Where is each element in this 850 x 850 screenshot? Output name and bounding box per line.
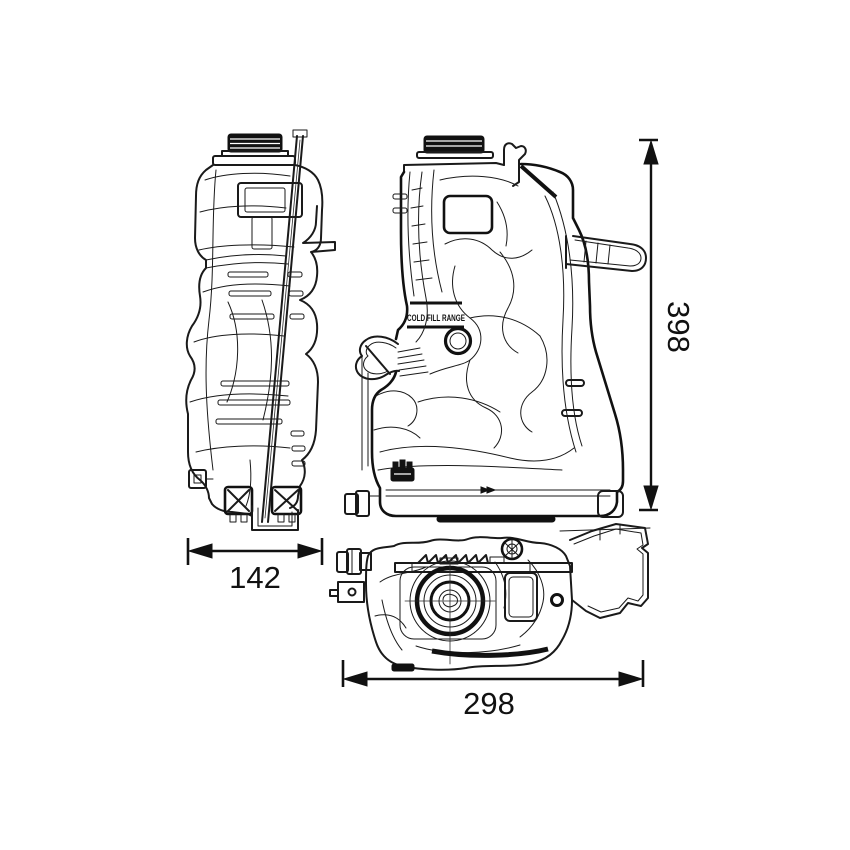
front-view-left-stubs <box>392 193 408 214</box>
front-view-connector-icon <box>390 459 415 482</box>
side-view-foot <box>251 505 299 531</box>
front-view-bottom-port <box>344 490 381 517</box>
level-arrow-icon <box>480 486 497 494</box>
front-view-label-plate <box>442 194 494 235</box>
dimension-298-label: 298 <box>463 686 515 721</box>
side-view-ribs <box>215 271 306 467</box>
front-view-bottom-cap <box>597 490 624 518</box>
cold-fill-range-label: COLD FILL RANGE <box>407 301 473 356</box>
front-view-bracket-arm <box>565 235 647 272</box>
side-view-body-outline-right <box>289 164 336 509</box>
top-view-emblem-icon <box>500 537 524 561</box>
top-view-dark-edge <box>431 646 549 658</box>
side-view-cap-icon <box>221 133 289 157</box>
top-view-nozzle-icon <box>336 548 372 575</box>
top-view-right-bracket <box>569 523 649 619</box>
top-view-left-bracket <box>329 581 365 603</box>
fill-port-icon <box>443 326 473 356</box>
top-view-flange <box>394 556 573 573</box>
top-view-serration <box>417 554 489 564</box>
top-view-cap-icon <box>399 559 497 665</box>
side-view-inner-post <box>251 216 273 250</box>
top-view-connect-line <box>559 527 651 532</box>
front-view-bottom-strip <box>436 515 556 523</box>
side-view-neck-plate <box>212 155 296 166</box>
front-view-drawing: COLD FILL RANGE <box>344 135 647 523</box>
front-view-right-stubs <box>561 379 585 417</box>
top-view-bolt-icon <box>550 593 564 607</box>
top-view-foot <box>391 663 415 672</box>
top-view-outline <box>365 536 573 671</box>
dimension-298: 298 <box>341 660 645 721</box>
side-view-port-right <box>270 485 303 523</box>
side-view-body-outline <box>185 164 253 517</box>
cold-fill-range-text: COLD FILL RANGE <box>407 313 465 323</box>
top-view-drawing <box>329 523 651 672</box>
side-view-bracket-strip <box>261 129 308 523</box>
front-view-body-outline <box>370 162 625 518</box>
front-view-top-plate <box>403 162 505 173</box>
side-view-inner-box-2 <box>244 187 286 213</box>
top-view-panel <box>504 572 538 622</box>
front-view-cap-icon <box>416 135 494 159</box>
dimension-142-label: 142 <box>229 560 281 595</box>
side-view-drawing <box>185 129 336 531</box>
dimension-398-label: 398 <box>661 301 696 353</box>
dimension-142: 142 <box>186 538 324 595</box>
front-view-hook-bracket <box>354 335 400 471</box>
dimension-398: 398 <box>639 138 696 512</box>
side-view-port-left <box>223 485 254 523</box>
front-view-dark-rib <box>519 164 558 199</box>
front-view-hook <box>503 142 527 187</box>
side-view-fitting-icon <box>188 469 214 489</box>
side-view-contours <box>189 169 295 507</box>
